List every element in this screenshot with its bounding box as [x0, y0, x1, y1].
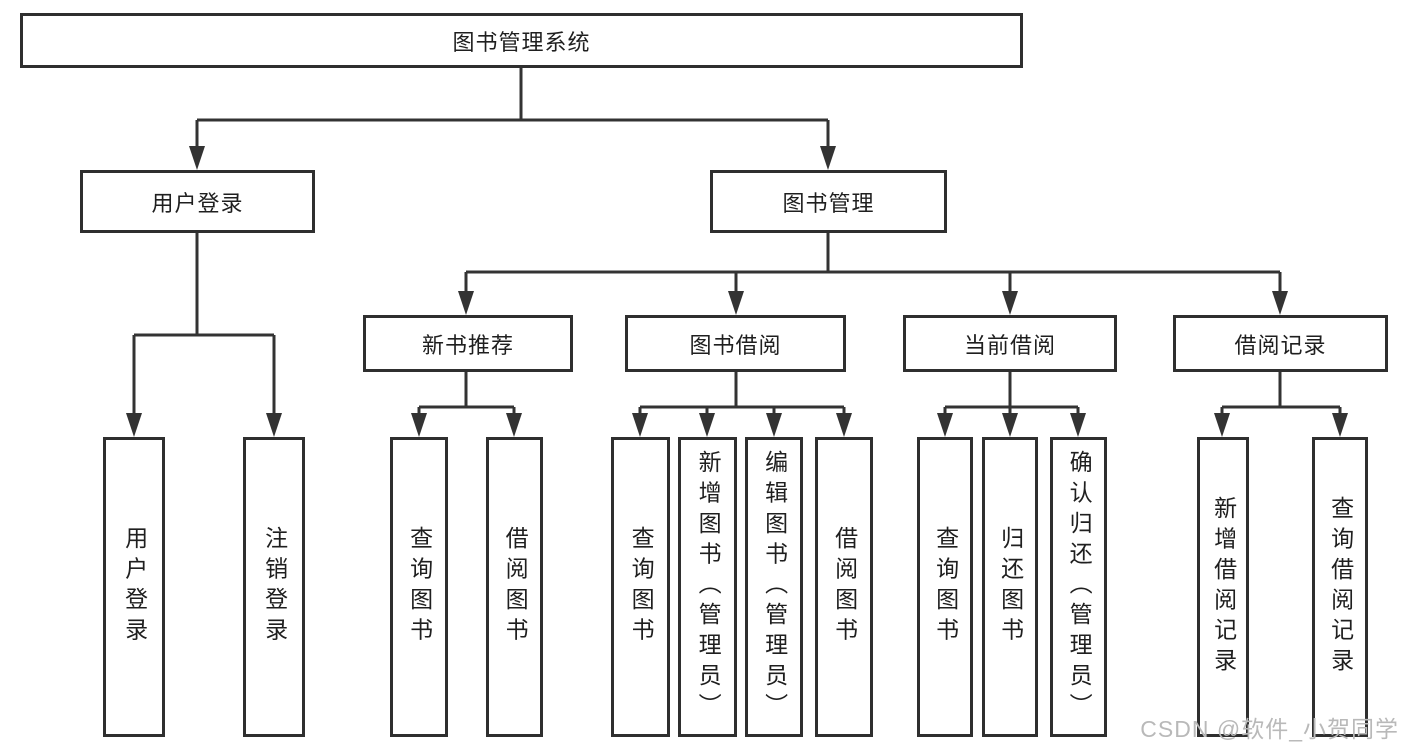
leaf-borrowing-add: 新增图书（管理员） [678, 437, 737, 737]
arrowhead [458, 291, 474, 315]
connector-records [1220, 372, 1342, 421]
leaf-records-add: 新增借阅记录 [1197, 437, 1249, 737]
connector-root [195, 68, 830, 152]
leaf-borrowing-query-label: 查询图书 [628, 526, 655, 648]
leaf-borrowing-edit: 编辑图书（管理员） [745, 437, 803, 737]
node-new-books-label: 新书推荐 [421, 332, 514, 358]
leaf-borrowing-add-label: 新增图书（管理员） [695, 450, 722, 724]
arrowhead [126, 413, 142, 437]
leaf-records-query-label: 查询借阅记录 [1327, 495, 1354, 679]
connector-user-login [132, 233, 276, 419]
leaf-records-add-label: 新增借阅记录 [1210, 495, 1237, 679]
node-root-label: 图书管理系统 [452, 29, 591, 55]
arrowhead [836, 413, 852, 437]
leaf-current-query: 查询图书 [917, 437, 973, 737]
arrowhead [820, 146, 836, 170]
arrowhead [1332, 413, 1348, 437]
leaf-current-confirm: 确认归还（管理员） [1050, 437, 1107, 737]
arrowhead [766, 413, 782, 437]
leaf-current-query-label: 查询图书 [932, 526, 959, 648]
leaf-logout-label: 注销登录 [261, 526, 288, 648]
leaf-records-query: 查询借阅记录 [1312, 437, 1368, 737]
node-user-login-label: 用户登录 [151, 190, 244, 216]
leaf-borrowing-borrow-label: 借阅图书 [831, 526, 858, 648]
leaf-newbooks-query: 查询图书 [390, 437, 448, 737]
leaf-borrowing-query: 查询图书 [611, 437, 670, 737]
node-new-books: 新书推荐 [363, 315, 573, 372]
arrowhead [699, 413, 715, 437]
leaf-newbooks-query-label: 查询图书 [406, 526, 433, 648]
node-current-borrow: 当前借阅 [903, 315, 1117, 372]
connector-paths [132, 68, 1342, 421]
arrowhead [1214, 413, 1230, 437]
arrowhead [411, 413, 427, 437]
leaf-user-login-label: 用户登录 [121, 526, 148, 648]
arrowhead [1002, 291, 1018, 315]
connector-new-books [417, 372, 516, 421]
node-book-mgmt-label: 图书管理 [782, 190, 875, 216]
leaf-borrowing-edit-label: 编辑图书（管理员） [761, 450, 788, 724]
leaf-current-confirm-label: 确认归还（管理员） [1066, 450, 1093, 724]
node-borrowing: 图书借阅 [625, 315, 846, 372]
leaf-user-login: 用户登录 [103, 437, 165, 737]
arrowhead [506, 413, 522, 437]
arrowhead [937, 413, 953, 437]
arrowhead [1070, 413, 1086, 437]
leaf-current-return-label: 归还图书 [997, 526, 1024, 648]
arrowhead [1002, 413, 1018, 437]
node-current-borrow-label: 当前借阅 [963, 332, 1056, 358]
node-book-mgmt: 图书管理 [710, 170, 947, 233]
node-user-login: 用户登录 [80, 170, 315, 233]
leaf-logout: 注销登录 [243, 437, 305, 737]
arrowhead [189, 146, 205, 170]
arrowhead [1272, 291, 1288, 315]
leaf-newbooks-borrow: 借阅图书 [486, 437, 543, 737]
arrowheads [126, 146, 1348, 437]
node-borrow-records-label: 借阅记录 [1234, 332, 1327, 358]
connector-book-mgmt [464, 233, 1282, 297]
leaf-borrowing-borrow: 借阅图书 [815, 437, 873, 737]
connector-borrowing [638, 372, 846, 421]
node-borrowing-label: 图书借阅 [689, 332, 782, 358]
leaf-current-return: 归还图书 [982, 437, 1038, 737]
node-borrow-records: 借阅记录 [1173, 315, 1388, 372]
arrowhead [632, 413, 648, 437]
leaf-newbooks-borrow-label: 借阅图书 [502, 526, 529, 648]
arrowhead [728, 291, 744, 315]
arrowhead [266, 413, 282, 437]
node-root: 图书管理系统 [20, 13, 1023, 68]
